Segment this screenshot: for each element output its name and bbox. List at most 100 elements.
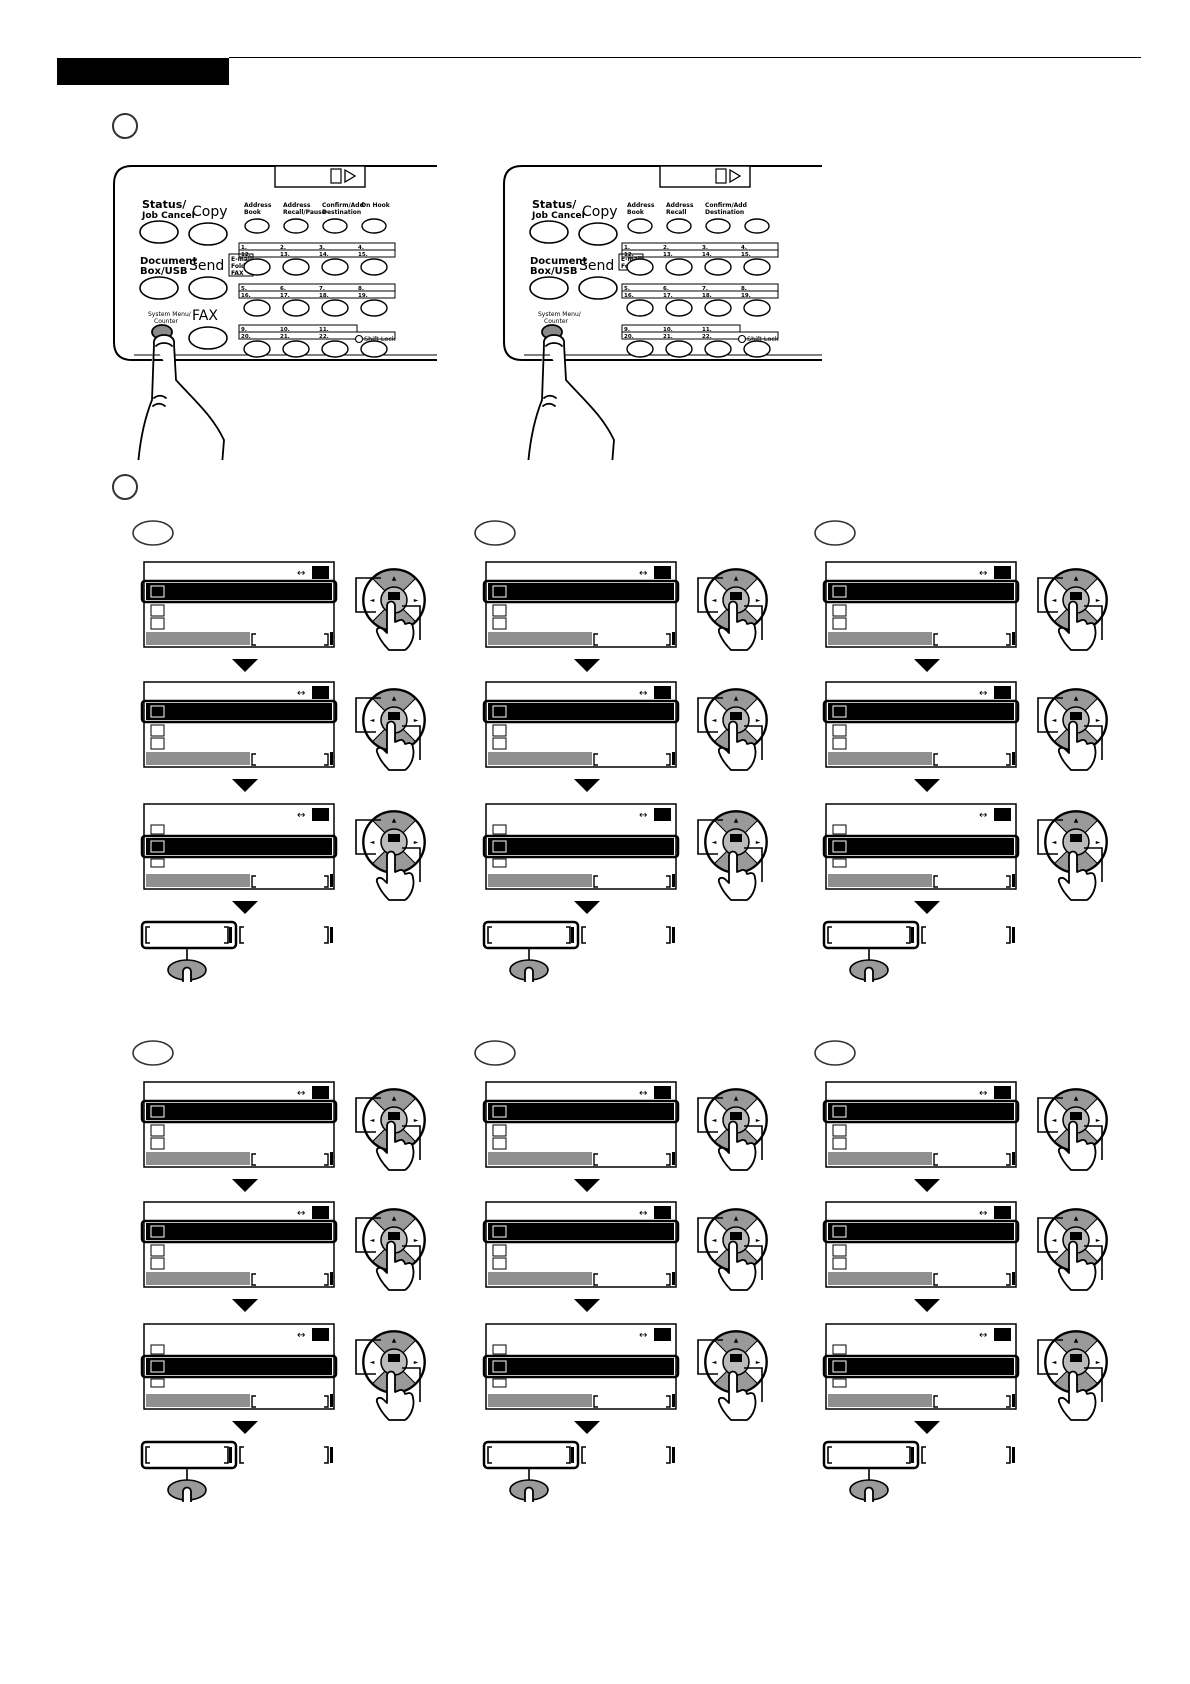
panel-slider-tab[interactable] [659,165,751,188]
one-touch-key[interactable] [743,299,771,317]
one-touch-key[interactable] [743,340,771,358]
one-touch-key[interactable] [321,299,349,317]
one-touch-key[interactable] [626,258,654,276]
key-num-b-2-1: 21. [280,334,290,340]
send-key[interactable] [578,276,618,300]
ok-badge-label: OK [655,1331,671,1341]
selected-row[interactable] [146,583,332,600]
one-touch-key[interactable] [360,258,388,276]
document-box-key[interactable] [139,276,179,300]
one-touch-key[interactable] [665,340,693,358]
selected-softkey[interactable] [482,920,580,950]
navigation-key[interactable]: OK▲▼◄► [355,688,426,771]
one-touch-key[interactable] [243,299,271,317]
selected-row[interactable] [828,1358,1014,1375]
ok-key-badge [1070,592,1082,600]
selected-row[interactable] [488,583,674,600]
selected-row[interactable] [828,1223,1014,1240]
selected-row[interactable] [828,838,1014,855]
selected-row[interactable] [146,1358,332,1375]
navigation-key[interactable]: OK▲▼◄► [1037,1208,1108,1291]
navigation-key[interactable]: OK▲▼◄► [355,1330,426,1421]
selected-row[interactable] [488,1223,674,1240]
selected-row[interactable] [488,838,674,855]
navigation-key[interactable]: OK▲▼◄► [1037,688,1108,771]
navigation-key[interactable]: OK▲▼◄► [355,568,426,651]
top-key-2[interactable] [705,218,731,234]
top-key-2[interactable] [322,218,348,234]
fax-key[interactable] [188,326,228,350]
status-key[interactable] [139,220,179,244]
softkey-bar [488,1394,592,1407]
selected-softkey[interactable] [822,920,920,950]
navigation-key[interactable]: OK▲▼◄► [1037,568,1108,651]
copy-key[interactable] [578,222,618,246]
navigation-key[interactable]: OK▲▼◄► [355,1088,426,1171]
one-touch-key[interactable] [360,299,388,317]
document-box-key[interactable] [529,276,569,300]
top-key-0[interactable] [627,218,653,234]
top-key-1[interactable] [666,218,692,234]
navigation-key[interactable]: OK▲▼◄► [1037,1088,1108,1171]
navigation-key[interactable]: OK▲▼◄► [697,1088,768,1171]
send-key[interactable] [188,276,228,300]
navigation-key[interactable]: OK▲▼◄► [697,1208,768,1291]
selected-row[interactable] [146,1103,332,1120]
navigation-key[interactable]: OK▲▼◄► [355,1208,426,1291]
top-key-0[interactable] [244,218,270,234]
navigation-key[interactable]: OK▲▼◄► [697,688,768,771]
selected-row[interactable] [828,1103,1014,1120]
top-key-3[interactable] [361,218,387,234]
key-num-b-1-2: 18. [702,293,712,299]
one-touch-key[interactable] [243,340,271,358]
one-touch-key[interactable] [743,258,771,276]
one-touch-key[interactable] [665,258,693,276]
one-touch-key[interactable] [665,299,693,317]
one-touch-key[interactable] [243,258,271,276]
ok-badge-label: OK [313,689,329,699]
down-arrow-icon [914,1179,940,1192]
selected-row[interactable] [146,1223,332,1240]
selected-row[interactable] [828,583,1014,600]
selected-softkey[interactable] [140,920,238,950]
selected-row[interactable] [146,703,332,720]
left-arrow-icon: ◄ [1052,839,1057,846]
lcd-screen: ↔OK [822,1323,1020,1410]
selected-row[interactable] [488,1358,674,1375]
one-touch-key[interactable] [704,258,732,276]
selected-row[interactable] [488,1103,674,1120]
navigation-key[interactable]: OK▲▼◄► [355,810,426,901]
navigation-key[interactable]: OK▲▼◄► [697,1330,768,1421]
navigation-key[interactable]: OK▲▼◄► [697,810,768,901]
selected-row[interactable] [146,838,332,855]
down-arrow-icon [232,659,258,672]
one-touch-key[interactable] [704,299,732,317]
one-touch-key[interactable] [704,340,732,358]
selected-row[interactable] [488,703,674,720]
top-key-3[interactable] [744,218,770,234]
copy-key[interactable] [188,222,228,246]
one-touch-key[interactable] [626,299,654,317]
one-touch-key[interactable] [282,340,310,358]
navigation-key[interactable]: OK▲▼◄► [697,568,768,651]
one-touch-key[interactable] [321,340,349,358]
one-touch-key[interactable] [282,258,310,276]
selected-softkey[interactable] [140,1440,238,1470]
ok-key-label: OK [389,835,401,843]
key-num-b-0-0: 12. [624,252,634,258]
panel-slider-tab[interactable] [274,165,366,188]
ok-key-label: OK [1071,593,1083,601]
lcd-screen: ↔OK [822,1201,1020,1288]
navigation-key[interactable]: OK▲▼◄► [1037,1330,1108,1421]
one-touch-key[interactable] [626,340,654,358]
one-touch-key[interactable] [282,299,310,317]
one-touch-key[interactable] [360,340,388,358]
selected-softkey[interactable] [482,1440,580,1470]
one-touch-key[interactable] [321,258,349,276]
navigation-key[interactable]: OK▲▼◄► [1037,810,1108,901]
status-key[interactable] [529,220,569,244]
selected-softkey[interactable] [822,1440,920,1470]
selected-row[interactable] [828,703,1014,720]
top-key-1[interactable] [283,218,309,234]
